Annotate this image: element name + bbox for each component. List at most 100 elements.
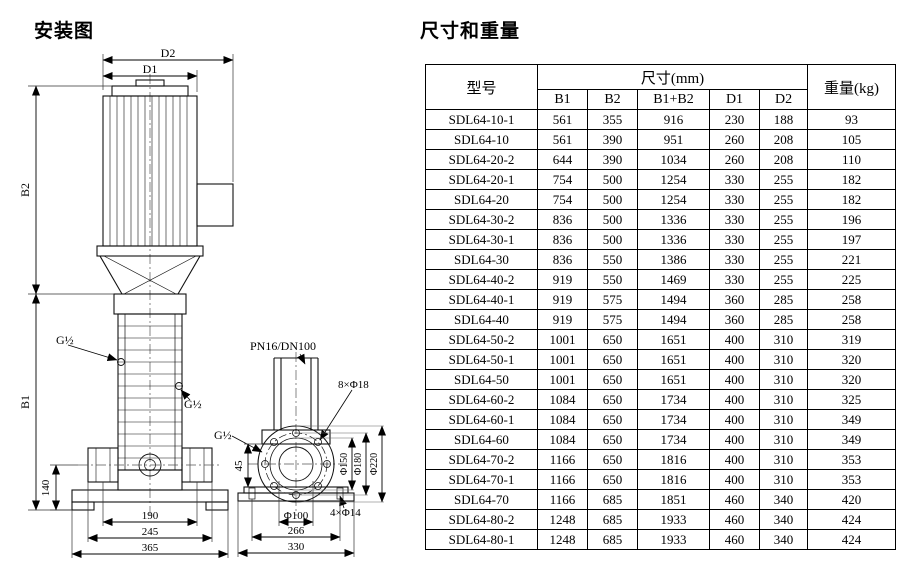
model-cell: SDL64-70-2 — [425, 449, 538, 470]
value-cell: 919 — [537, 269, 588, 290]
phi-150-label: Φ150 — [339, 453, 350, 475]
value-cell: 255 — [758, 189, 809, 210]
value-cell: 400 — [709, 349, 760, 370]
col-header-model: 型号 — [425, 64, 538, 110]
table-row: SDL64-20 754 500 1254 330 255 182 — [425, 189, 897, 210]
value-cell: 650 — [587, 389, 638, 410]
value-cell: 330 — [709, 269, 760, 290]
col-header-d1: D1 — [709, 89, 760, 110]
installation-diagram: D2 D1 B2 B1 G½ G½ 140 190 245 365 — [18, 46, 386, 558]
value-cell: 208 — [758, 149, 809, 170]
value-cell: 1001 — [537, 329, 588, 350]
installation-diagram-title: 安装图 — [34, 21, 95, 42]
col-header-size-group: 尺寸(mm) — [536, 64, 809, 90]
value-cell: 353 — [807, 449, 897, 470]
value-cell: 349 — [807, 409, 897, 430]
value-cell: 197 — [807, 229, 897, 250]
value-cell: 685 — [587, 529, 638, 550]
value-cell: 460 — [709, 489, 760, 510]
dim-190-label: 190 — [142, 510, 159, 522]
value-cell: 330 — [709, 209, 760, 230]
value-cell: 550 — [587, 249, 638, 270]
phi-220-label: Φ220 — [369, 453, 380, 475]
value-cell: 1166 — [537, 469, 588, 490]
table-row: SDL64-10-1 561 355 916 230 188 93 — [425, 109, 897, 130]
value-cell: 650 — [587, 449, 638, 470]
value-cell: 110 — [807, 149, 897, 170]
value-cell: 310 — [758, 449, 809, 470]
value-cell: 650 — [587, 329, 638, 350]
dim-140-label: 140 — [40, 479, 52, 496]
value-cell: 650 — [587, 469, 638, 490]
table-row: SDL64-20-1 754 500 1254 330 255 182 — [425, 169, 897, 190]
dimensions-table: 型号 尺寸(mm) 重量(kg) B1 B2 B1+B2 D1 D2 SDL64… — [425, 64, 897, 550]
col-header-b1: B1 — [537, 89, 588, 110]
value-cell: 1469 — [637, 269, 710, 290]
value-cell: 360 — [709, 289, 760, 310]
value-cell: 500 — [587, 209, 638, 230]
value-cell: 355 — [587, 109, 638, 130]
extension-lines-top — [102, 54, 234, 182]
value-cell: 310 — [758, 409, 809, 430]
value-cell: 330 — [709, 249, 760, 270]
dim-330-label: 330 — [288, 541, 305, 553]
table-row: SDL64-60-2 1084 650 1734 400 310 325 — [425, 389, 897, 410]
pipe-flange — [261, 429, 331, 445]
value-cell: 561 — [537, 109, 588, 130]
model-cell: SDL64-40-1 — [425, 289, 538, 310]
value-cell: 650 — [587, 409, 638, 430]
value-cell: 310 — [758, 349, 809, 370]
model-cell: SDL64-70-1 — [425, 469, 538, 490]
pump-barrel — [117, 313, 183, 471]
dim-45-label: 45 — [233, 460, 245, 472]
header-row-2: B1 B2 B1+B2 D1 D2 — [426, 89, 896, 110]
phi-100-label: Φ100 — [284, 510, 309, 522]
value-cell: 951 — [637, 129, 710, 150]
b1-label: B1 — [18, 395, 32, 409]
value-cell: 255 — [758, 269, 809, 290]
value-cell: 836 — [537, 249, 588, 270]
holes8-leader — [319, 389, 353, 441]
value-cell: 310 — [758, 329, 809, 350]
table-row: SDL64-50-1 1001 650 1651 400 310 320 — [425, 349, 897, 370]
value-cell: 1386 — [637, 249, 710, 270]
model-cell: SDL64-10-1 — [425, 109, 538, 130]
value-cell: 330 — [709, 169, 760, 190]
value-cell: 550 — [587, 269, 638, 290]
value-cell: 1933 — [637, 529, 710, 550]
model-cell: SDL64-70 — [425, 489, 538, 510]
value-cell: 1166 — [537, 489, 588, 510]
base-foot-left — [71, 501, 95, 511]
value-cell: 255 — [758, 229, 809, 250]
col-header-b2: B2 — [587, 89, 638, 110]
extension-lines-diameters — [296, 425, 384, 503]
model-cell: SDL64-40-2 — [425, 269, 538, 290]
value-cell: 1336 — [637, 229, 710, 250]
value-cell: 1248 — [537, 509, 588, 530]
col-header-b1b2: B1+B2 — [637, 89, 710, 110]
value-cell: 330 — [709, 189, 760, 210]
model-cell: SDL64-20-1 — [425, 169, 538, 190]
value-cell: 754 — [537, 189, 588, 210]
value-cell: 500 — [587, 229, 638, 250]
value-cell: 188 — [758, 109, 809, 130]
value-cell: 349 — [807, 429, 897, 450]
value-cell: 208 — [758, 129, 809, 150]
value-cell: 1734 — [637, 409, 710, 430]
value-cell: 1734 — [637, 429, 710, 450]
value-cell: 285 — [758, 309, 809, 330]
value-cell: 340 — [758, 509, 809, 530]
value-cell: 1651 — [637, 369, 710, 390]
base-plate — [71, 489, 229, 503]
value-cell: 1734 — [637, 389, 710, 410]
model-cell: SDL64-20 — [425, 189, 538, 210]
extension-lines-section-bottom — [237, 481, 355, 557]
table-row: SDL64-70 1166 685 1851 460 340 420 — [425, 489, 897, 510]
model-cell: SDL64-80-1 — [425, 529, 538, 550]
model-cell: SDL64-60-2 — [425, 389, 538, 410]
pipe-walls — [273, 357, 319, 430]
value-cell: 561 — [537, 129, 588, 150]
value-cell: 330 — [709, 229, 760, 250]
value-cell: 500 — [587, 169, 638, 190]
value-cell: 320 — [807, 349, 897, 370]
